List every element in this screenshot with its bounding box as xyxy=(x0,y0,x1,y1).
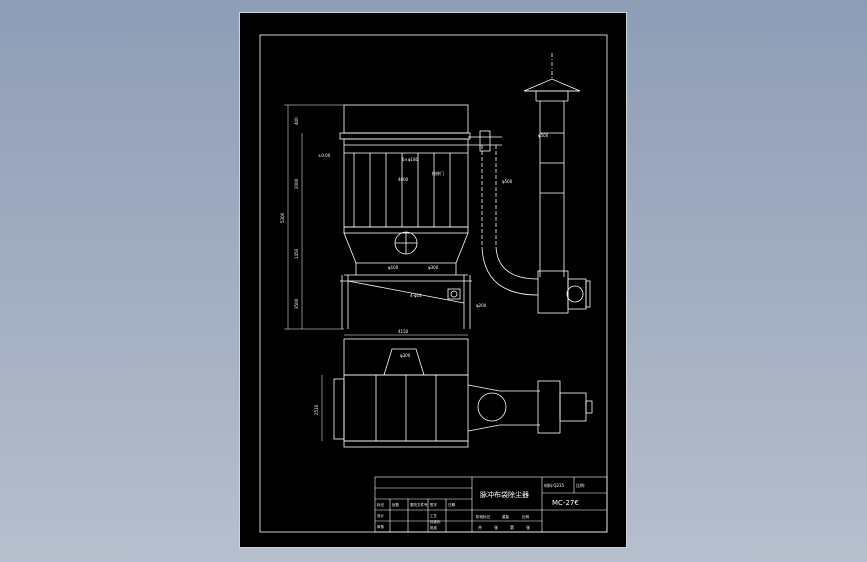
dim-upper-height: 2000 xyxy=(294,178,299,189)
title-block-bottom-label: 共 xyxy=(478,524,482,530)
title-block-sign-label: 批准 xyxy=(430,525,438,530)
title-block-stage-label: 重量 xyxy=(502,514,510,519)
label-valve: φ200 xyxy=(476,303,487,308)
label-airlock: φ100 xyxy=(388,265,399,270)
duct-and-stack xyxy=(468,53,591,314)
label-ladder-note: 4-φ14 xyxy=(410,293,422,298)
baghouse-plan xyxy=(333,338,593,448)
dim-inner-width: 4000 xyxy=(398,177,409,182)
title-block-sign-label: 标准化 xyxy=(430,519,441,524)
title-block-row-label: 处数 xyxy=(392,502,400,507)
title-block-sign-label: 设计 xyxy=(377,513,385,518)
dim-top-height: 400 xyxy=(294,117,299,125)
title-block-title: 脉冲布袋除尘器 xyxy=(480,490,529,499)
title-block-stage-label: 比例 xyxy=(522,514,530,519)
dim-width: 4150 xyxy=(398,329,409,334)
dim-hopper-height: 1450 xyxy=(294,248,299,259)
baghouse-elevation xyxy=(339,104,472,329)
title-block xyxy=(374,476,608,533)
title-block-row-label: 签字 xyxy=(430,502,438,507)
title-block-bottom-label: 张 xyxy=(494,524,498,530)
dim-plan-width: 2510 xyxy=(314,404,319,415)
label-duct-diameter: φ500 xyxy=(502,179,513,184)
title-block-row-label: 标记 xyxy=(377,502,385,507)
title-block-material: 材料:Q235 xyxy=(544,482,565,488)
title-block-bottom-label: 张 xyxy=(526,524,530,530)
label-outlet-note: 检修门 xyxy=(432,170,444,176)
dimension-lines xyxy=(284,104,468,441)
drawing-sheet: 5300 2000 1450 3500 400 4150 2510 4000 φ… xyxy=(239,12,627,548)
title-block-sign-label: 工艺 xyxy=(430,513,438,518)
title-block-row-label: 更改文件号 xyxy=(410,502,428,507)
label-inlet-diameter: φ300 xyxy=(400,353,411,358)
cad-drawing: 5300 2000 1450 3500 400 4150 2510 4000 φ… xyxy=(259,34,608,533)
title-block-bottom-label: 第 xyxy=(510,524,514,530)
label-stack-diameter: φ500 xyxy=(538,133,549,138)
dim-overall-height: 5300 xyxy=(280,212,285,223)
label-filter-note: 6×φ180 xyxy=(402,157,419,162)
dim-leg-height: 3500 xyxy=(294,298,299,309)
title-block-ratio: 比例: xyxy=(576,482,585,488)
label-door: φ300 xyxy=(428,265,439,270)
title-block-sign-label: 审核 xyxy=(377,524,385,529)
title-block-stage-label: 阶段标记 xyxy=(476,514,490,519)
title-block-row-label: 日期 xyxy=(448,502,456,507)
inner-border-frame xyxy=(259,34,608,533)
title-block-code: MC-27€ xyxy=(552,499,579,507)
label-level: ±0.00 xyxy=(318,153,331,158)
